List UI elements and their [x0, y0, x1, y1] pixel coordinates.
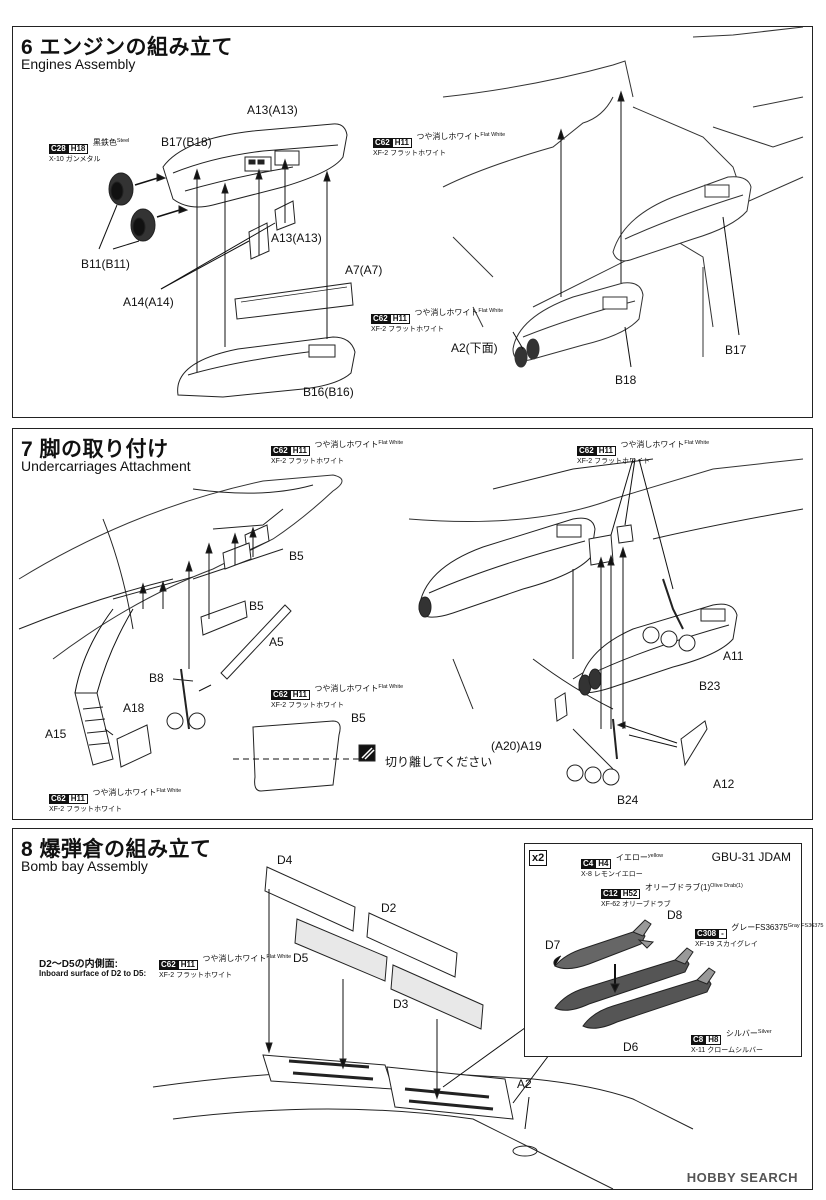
label-a2-underside: A2(下面) — [451, 341, 498, 355]
label-a12: A12 — [713, 777, 735, 791]
section-title: 7 脚の取り付け — [21, 438, 169, 461]
nozzle-1 — [108, 172, 134, 206]
section-bomb-bay-assembly: 8 爆弾倉の組み立て Bomb bay Assembly D4 D2 D5 D3… — [12, 828, 824, 1190]
section-title: 8 爆弾倉の組み立て — [21, 838, 212, 861]
bomb-d7 — [553, 919, 655, 970]
undercarriage-drawing — [18, 458, 804, 792]
label-b11: B11(B11) — [81, 257, 130, 271]
quantity-badge: x2 — [529, 850, 548, 866]
paint-callout-gray: C308- グレーFS36375Gray FS36375 XF-19 スカイグレ… — [695, 923, 824, 948]
label-d4: D4 — [277, 853, 293, 867]
bomb-d6-1 — [554, 947, 694, 1011]
label-b8: B8 — [149, 671, 164, 685]
bomb-d6-2 — [582, 967, 716, 1029]
label-a20-a19: (A20)A19 — [491, 739, 542, 753]
label-a15: A15 — [45, 727, 67, 741]
engine-assembly-drawing — [98, 27, 804, 398]
label-b17-b18: B17(B18) — [161, 135, 212, 149]
bomb-bay-drawing — [152, 866, 694, 1189]
section-subtitle: Bomb bay Assembly — [21, 858, 148, 874]
label-d2: D2 — [381, 901, 397, 915]
label-b5-c: B5 — [351, 711, 366, 725]
bomb-drawing — [553, 919, 716, 1029]
inboard-note-jp: D2〜D5の内側面: — [39, 959, 118, 970]
label-b18: B18 — [615, 373, 637, 387]
label-d5: D5 — [293, 951, 309, 965]
label-b23: B23 — [699, 679, 721, 693]
label-a7: A7(A7) — [345, 263, 383, 277]
label-a13-lower: A13(A13) — [271, 231, 322, 245]
label-b17: B17 — [725, 343, 747, 357]
inset-title: GBU-31 JDAM — [711, 850, 791, 864]
label-a14: A14(A14) — [123, 295, 174, 309]
section-engines-assembly: 6 エンジンの組み立て Engines Assembly — [12, 26, 813, 418]
label-d8: D8 — [667, 908, 683, 922]
watermark: HOBBY SEARCH — [686, 1170, 798, 1185]
section-subtitle: Undercarriages Attachment — [21, 458, 191, 474]
label-a2: A2 — [517, 1077, 532, 1091]
section-undercarriages-attachment: 7 脚の取り付け Undercarriages Attachment — [12, 428, 813, 820]
inboard-note-en: Inboard surface of D2 to D5: — [39, 969, 147, 978]
cut-off-note: 切り離してください — [385, 755, 493, 769]
label-b5-b: B5 — [249, 599, 264, 613]
label-a18: A18 — [123, 701, 145, 715]
label-b16: B16(B16) — [303, 385, 354, 399]
section-title: 6 エンジンの組み立て — [21, 36, 234, 59]
nozzle-2 — [130, 208, 156, 242]
label-b5-a: B5 — [289, 549, 304, 563]
label-d6: D6 — [623, 1040, 639, 1054]
label-a5: A5 — [269, 635, 284, 649]
label-d3: D3 — [393, 997, 409, 1011]
label-d7: D7 — [545, 938, 561, 952]
label-b24: B24 — [617, 793, 639, 807]
label-a11: A11 — [723, 649, 744, 663]
section-subtitle: Engines Assembly — [21, 56, 136, 72]
airframe-right — [442, 27, 804, 368]
label-a13-top: A13(A13) — [247, 103, 298, 117]
